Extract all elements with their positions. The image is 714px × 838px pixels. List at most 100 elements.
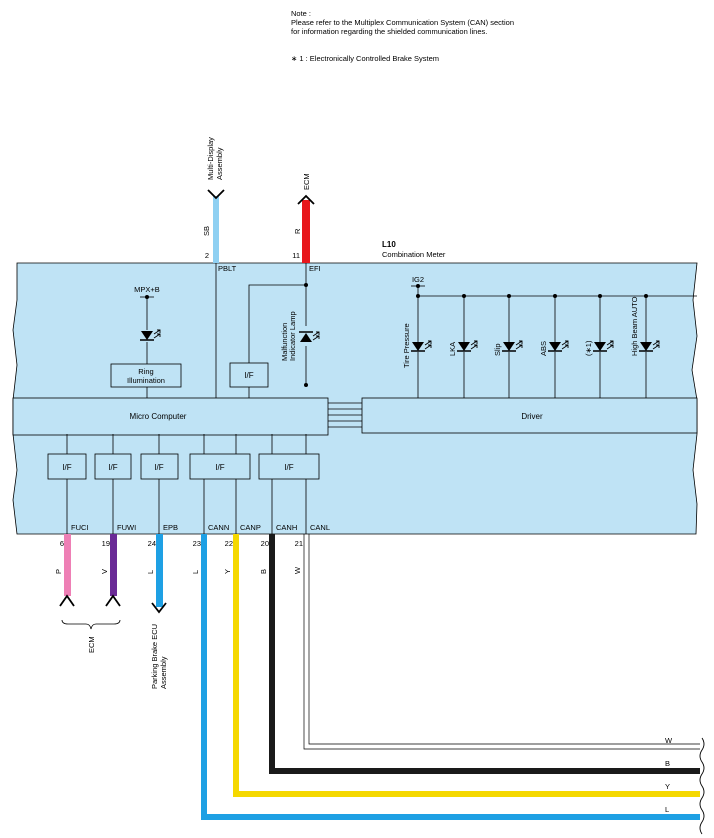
pin-number: 6	[60, 539, 64, 548]
terminal-name: EPB	[163, 523, 178, 532]
dest-parking-brake-2: Assembly	[159, 656, 168, 689]
driver-label: Driver	[521, 412, 543, 421]
if-label-epb: I/F	[154, 463, 163, 472]
bus-label-y: Y	[665, 782, 670, 791]
mil-label-2: Indicator Lamp	[288, 311, 297, 361]
bus-label-l: L	[665, 805, 669, 814]
wire-code: B	[259, 569, 268, 574]
mil-if-label: I/F	[244, 371, 253, 380]
note-heading: Note :	[291, 9, 312, 18]
indicator-label: LKA	[448, 342, 457, 356]
if-label-can-2: I/F	[284, 463, 293, 472]
note-block: Note : Please refer to the Multiplex Com…	[291, 9, 514, 36]
indicator-label: Slip	[493, 343, 502, 356]
indicator-bank: Tire Pressure LKA Slip ABS (∗1) High Beam AUT…	[402, 294, 660, 398]
indicator-1: LKA	[448, 294, 478, 398]
pin-number: 19	[102, 539, 110, 548]
wire-w-outline-1	[303, 534, 700, 750]
top-connection-efi: 11 EFI R ECM	[292, 173, 320, 273]
wire-p	[64, 534, 71, 596]
wire-code: Y	[223, 569, 232, 574]
indicator-label: High Beam AUTO	[630, 296, 639, 356]
pin-efi: 11	[292, 251, 300, 260]
mil-if-box	[229, 362, 269, 388]
terminal-name: FUWI	[117, 523, 136, 532]
footnote: ∗ 1 : Electronically Controlled Brake Sy…	[291, 54, 440, 63]
indicator-0: Tire Pressure	[402, 294, 432, 398]
dest-parking-brake-1: Parking Brake ECU	[150, 624, 159, 689]
indicator-label: (∗1)	[584, 340, 593, 356]
epb-arrow-icon	[151, 602, 167, 614]
ig2-node	[416, 284, 420, 288]
fuwi-arrow-icon	[105, 594, 121, 607]
if-box-fuwi	[94, 453, 132, 480]
wire-code: P	[54, 569, 63, 574]
wire-code: W	[293, 566, 302, 574]
ecm-bracket	[61, 619, 121, 630]
mpx-b-node	[145, 295, 149, 299]
meter-body	[12, 262, 698, 535]
indicator-label: ABS	[539, 341, 548, 356]
mil-ground-node	[304, 383, 308, 387]
terminal-efi: EFI	[309, 264, 321, 273]
note-line-1: Please refer to the Multiplex Communicat…	[291, 18, 515, 27]
wire-code: L	[146, 570, 155, 574]
if-box-can-2	[258, 453, 320, 480]
indicator-2: Slip	[493, 294, 523, 398]
wire-y	[233, 534, 700, 797]
pin-number: 20	[261, 539, 269, 548]
if-label-fuwi: I/F	[108, 463, 117, 472]
ig2-label: IG2	[412, 275, 424, 284]
ring-illumination-label-1: Ring	[138, 367, 153, 376]
ring-illumination-box	[110, 363, 182, 388]
input-arrow-icon	[207, 189, 225, 200]
pin-number: 24	[148, 539, 156, 548]
if-box-can-1	[189, 453, 251, 480]
fuci-arrow-icon	[59, 594, 75, 607]
terminal-pblt: PBLT	[218, 264, 237, 273]
line-break-mark	[699, 737, 705, 835]
indicator-3: ABS	[539, 294, 569, 398]
wire-r	[302, 200, 310, 263]
wire-code-r: R	[293, 228, 302, 234]
bottom-wiring	[59, 479, 700, 820]
pin-number: 21	[295, 539, 303, 548]
dest-ecm-top: ECM	[302, 173, 311, 190]
wire-b	[269, 534, 700, 774]
wire-w-outline-2	[308, 534, 700, 745]
if-box-epb	[140, 453, 179, 480]
bus-label-b: B	[665, 759, 670, 768]
terminal-name: FUCI	[71, 523, 89, 532]
mil-circuit	[248, 263, 307, 398]
if-box-fuci	[47, 453, 87, 480]
micro-computer-box	[12, 397, 329, 436]
indicator-4: (∗1)	[584, 294, 614, 398]
pin-pblt: 2	[205, 251, 209, 260]
terminal-name: CANH	[276, 523, 297, 532]
wire-v	[110, 534, 117, 596]
ring-illumination-label-2: Illumination	[127, 376, 165, 385]
wire-sb	[213, 196, 219, 263]
bottom-terminals: FUCI6PFUWI19VEPB24LCANN23LCANP22YCANH20B…	[54, 523, 330, 574]
wire-code: V	[100, 569, 109, 574]
meter-code: L10	[382, 240, 396, 249]
if-boxes: I/F I/F I/F I/F I/F	[47, 453, 320, 480]
dest-multi-display-1: Multi-Display	[206, 137, 215, 180]
wire-l-can	[201, 534, 700, 820]
if-label-can-1: I/F	[215, 463, 224, 472]
mil-label-1: Malfunction	[280, 323, 289, 361]
if-up-links	[66, 434, 307, 454]
output-arrow-icon	[297, 194, 315, 205]
micro-computer-label: Micro Computer	[130, 412, 187, 421]
mpx-b-label: MPX+B	[134, 285, 160, 294]
mil-led-icon	[299, 331, 320, 342]
terminal-name: CANL	[310, 523, 330, 532]
terminal-name: CANP	[240, 523, 261, 532]
bus-label-w: W	[665, 736, 673, 745]
indicator-label: Tire Pressure	[402, 323, 411, 368]
meter-name: Combination Meter	[382, 250, 446, 259]
dest-multi-display-2: Assembly	[215, 147, 224, 180]
wire-code-sb: SB	[202, 226, 211, 236]
